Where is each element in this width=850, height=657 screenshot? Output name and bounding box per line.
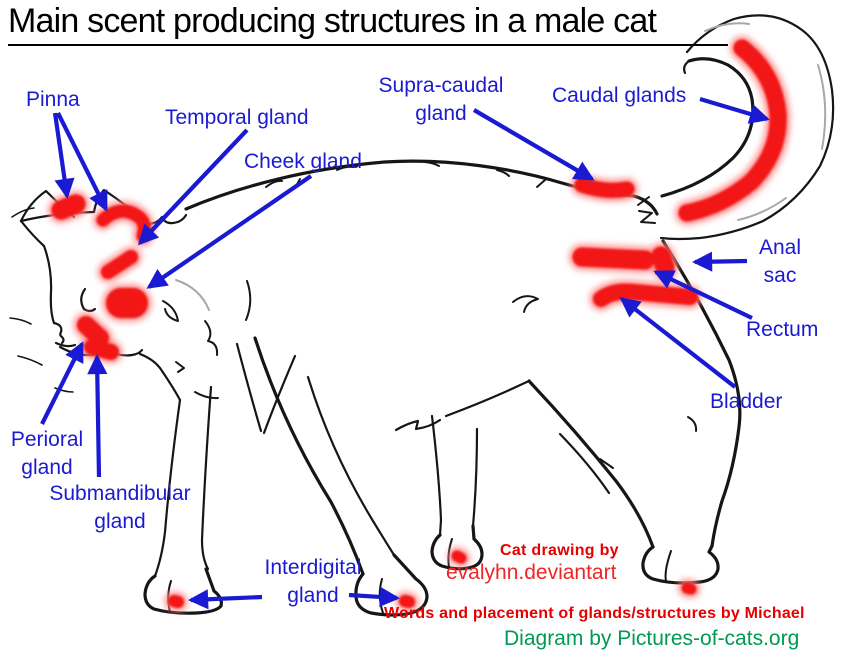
label-submandibular-gland: Submandibular gland bbox=[49, 482, 191, 533]
label-interdigital-gland: Interdigital gland bbox=[264, 556, 362, 607]
label-temporal-gland: Temporal gland bbox=[165, 106, 309, 129]
credit-drawing-by: Cat drawing by bbox=[500, 542, 619, 559]
label-caudal-glands: Caudal glands bbox=[552, 84, 687, 107]
arrow-cheek-gland bbox=[146, 174, 313, 289]
cat-line-art bbox=[9, 14, 835, 617]
cat-tail-outline bbox=[637, 14, 835, 241]
arrow-rectum bbox=[653, 270, 753, 320]
arrow-submandibular-gland bbox=[87, 353, 108, 478]
gland-marks-core bbox=[51, 39, 787, 608]
gland-marks bbox=[48, 36, 791, 612]
arrow-caudal-glands bbox=[699, 96, 770, 124]
mark-supra-caudal-gland bbox=[574, 177, 635, 198]
mark-caudal-glands bbox=[678, 39, 787, 222]
arrow-supra-caudal-gland bbox=[472, 108, 595, 181]
arrow-interdigital-right bbox=[348, 586, 401, 607]
label-pinna: Pinna bbox=[26, 88, 80, 111]
cat-eye bbox=[80, 287, 97, 313]
mark-interdigital-hind-near bbox=[681, 582, 697, 595]
mark-interdigital-hind-far bbox=[451, 550, 467, 564]
arrow-interdigital-left bbox=[187, 589, 263, 610]
mark-pinna-left-ear bbox=[51, 194, 86, 220]
mark-interdigital-front-left bbox=[168, 595, 184, 608]
label-cheek-gland: Cheek gland bbox=[244, 150, 362, 173]
arrow-pinna-right-ear bbox=[56, 112, 108, 212]
credit-artist-name: evalyhn.deviantart bbox=[446, 561, 617, 584]
label-bladder: Bladder bbox=[710, 390, 783, 413]
arrow-pinna-left-ear bbox=[52, 112, 75, 199]
mark-anal-sac-knob bbox=[651, 246, 675, 277]
label-anal-sac: Anal sac bbox=[758, 236, 802, 287]
arrow-anal-sac bbox=[691, 251, 748, 272]
mark-bladder-rectum bbox=[593, 283, 698, 307]
credit-diagram-source: Diagram by Pictures-of-cats.org bbox=[504, 627, 800, 650]
mark-perioral-gland bbox=[77, 316, 109, 347]
cat-whiskers bbox=[9, 207, 74, 393]
arrow-perioral-gland bbox=[40, 341, 84, 425]
cat-belly-outline bbox=[394, 379, 531, 432]
cat-hind-legs bbox=[430, 239, 742, 585]
cat-neck-fur bbox=[162, 279, 252, 400]
arrow-temporal-gland bbox=[137, 128, 249, 246]
label-rectum: Rectum bbox=[746, 318, 819, 341]
arrow-bladder bbox=[619, 297, 737, 389]
mark-submandibular-gland bbox=[84, 339, 119, 360]
page-title: Main scent producing structures in a mal… bbox=[8, 2, 728, 46]
credit-words-placement: Words and placement of glands/structures… bbox=[384, 605, 805, 622]
label-arrows bbox=[40, 96, 770, 610]
mark-temporal-gland bbox=[101, 250, 138, 279]
cat-front-legs bbox=[143, 336, 429, 617]
mark-interdigital-front-right bbox=[399, 595, 415, 608]
label-perioral-gland: Perioral gland bbox=[10, 428, 84, 479]
mark-anal-sac bbox=[572, 247, 655, 270]
label-supra-caudal-gland: Supra-caudal gland bbox=[378, 74, 504, 125]
